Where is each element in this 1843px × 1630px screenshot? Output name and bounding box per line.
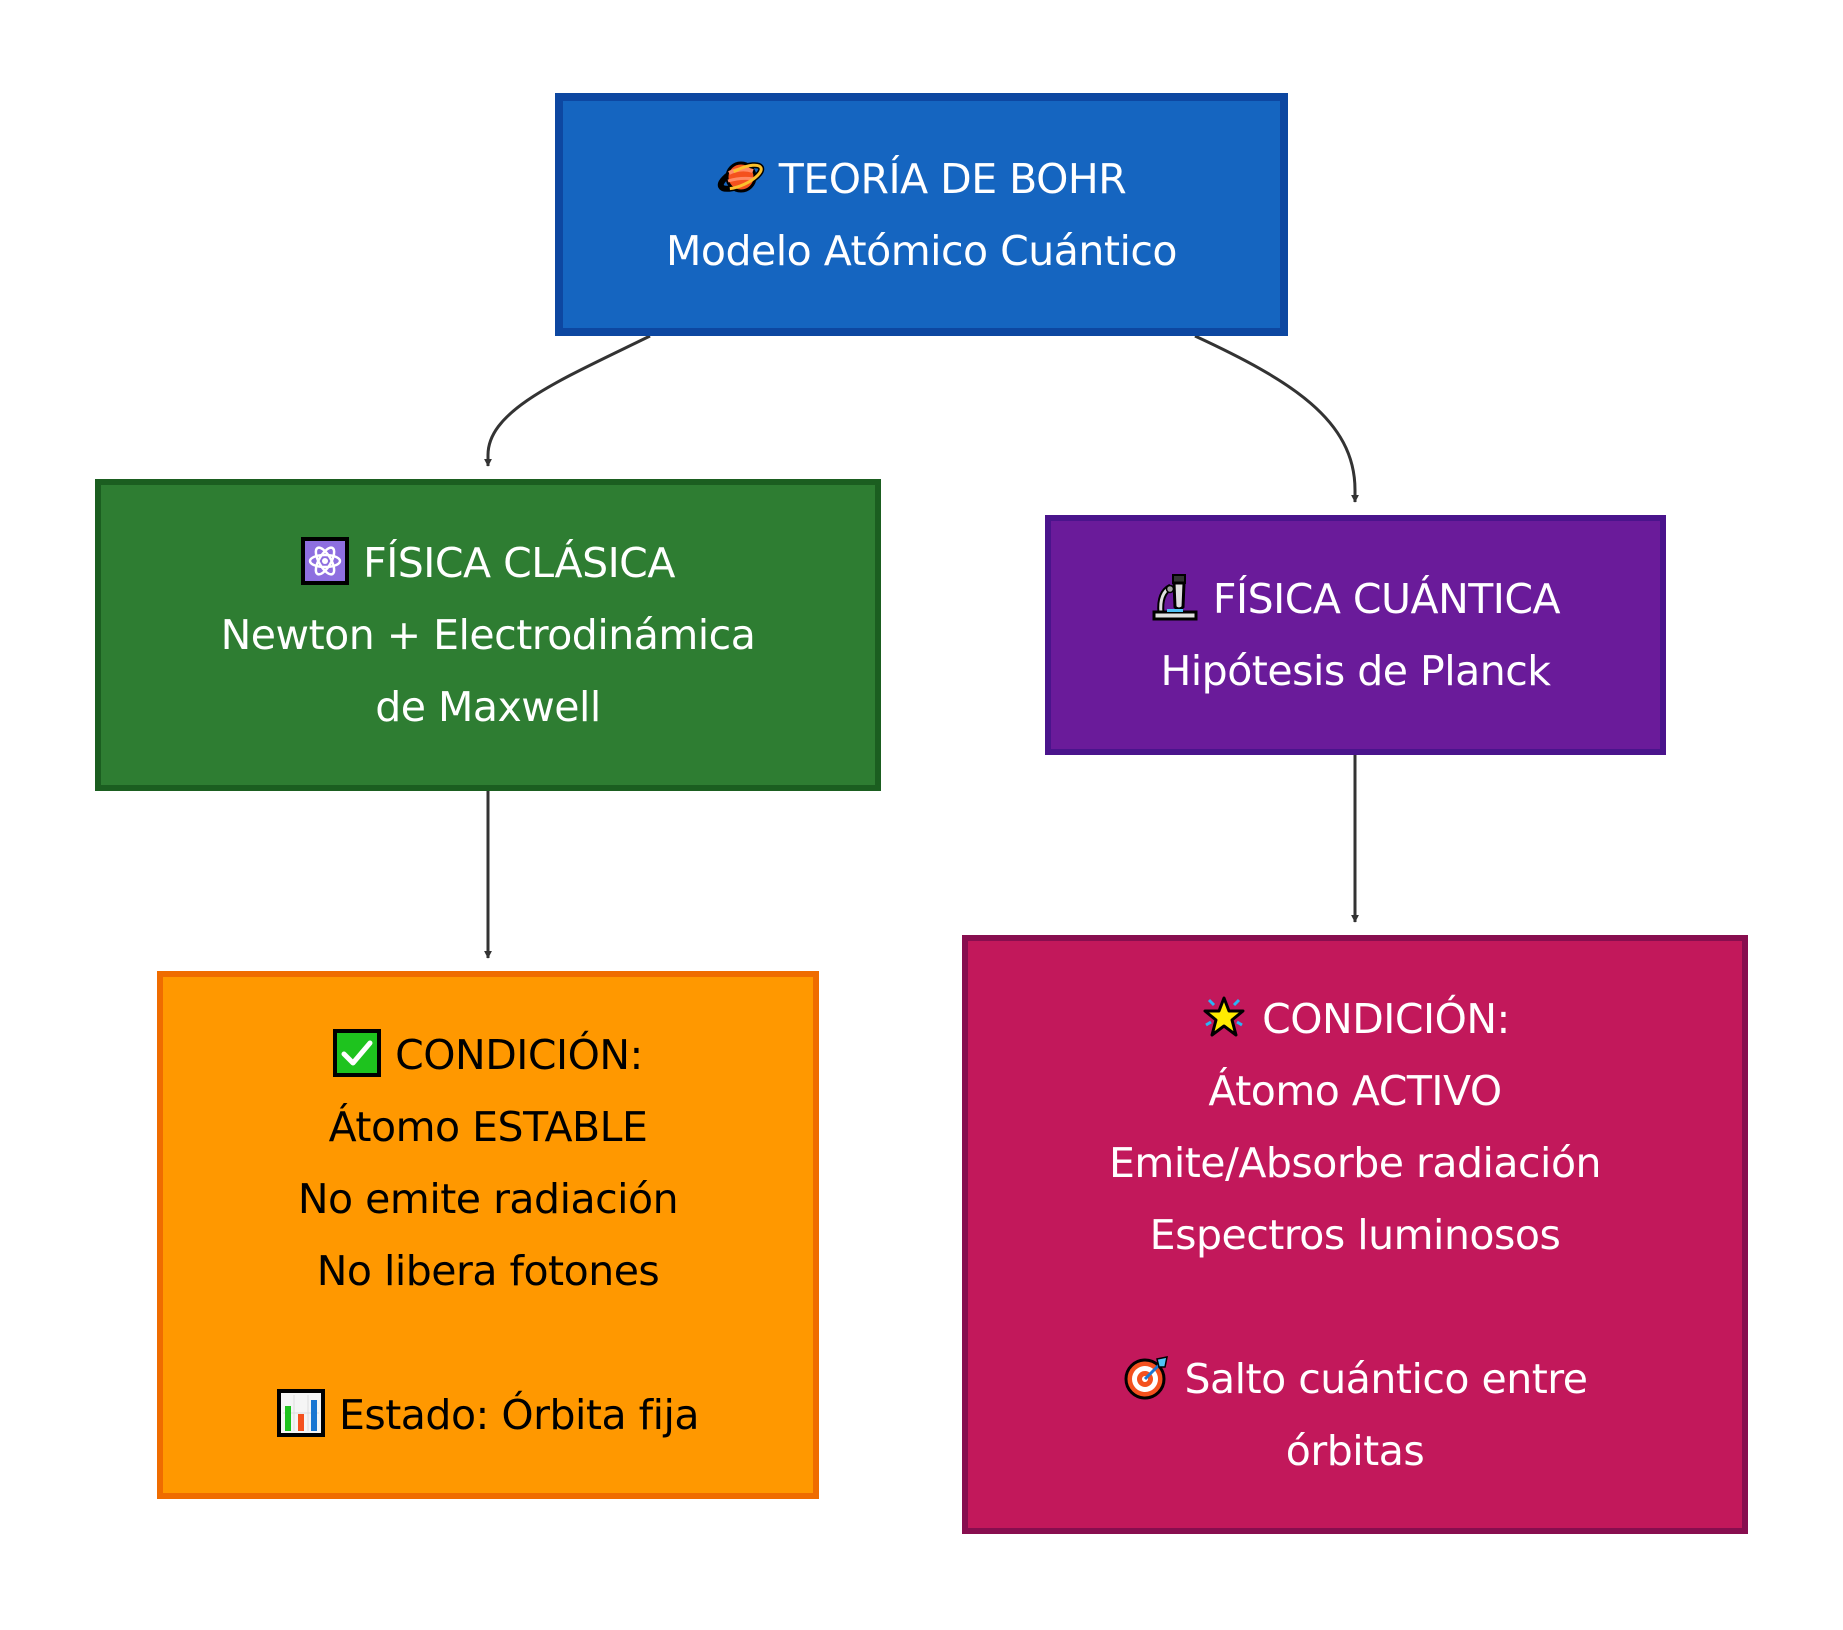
node-condicion-activo: CONDICIÓN: Átomo ACTIVO Emite/Absorbe ra… bbox=[962, 935, 1748, 1534]
node-line: Espectros luminosos bbox=[1149, 1210, 1561, 1259]
microscope-icon bbox=[1152, 574, 1198, 621]
node-title-row: FÍSICA CLÁSICA bbox=[301, 527, 675, 599]
node-title-row: CONDICIÓN: bbox=[333, 1019, 643, 1091]
node-condicion-estable: CONDICIÓN: Átomo ESTABLE No emite radiac… bbox=[157, 971, 819, 1499]
node-teoria-de-bohr: TEORÍA DE BOHR Modelo Atómico Cuántico bbox=[555, 93, 1288, 336]
node-line: Átomo ACTIVO bbox=[1208, 1066, 1502, 1115]
node-title-row: TEORÍA DE BOHR bbox=[717, 143, 1127, 215]
bar-chart-icon bbox=[276, 1389, 325, 1437]
node-line: No libera fotones bbox=[316, 1247, 660, 1295]
direct-hit-target-icon bbox=[1124, 1355, 1168, 1399]
atom-symbol-icon bbox=[301, 537, 350, 585]
node-title-row: CONDICIÓN: bbox=[1200, 983, 1510, 1055]
node-title: TEORÍA DE BOHR bbox=[778, 154, 1127, 203]
node-title-row: FÍSICA CUÁNTICA bbox=[1151, 563, 1561, 635]
node-title: CONDICIÓN: bbox=[395, 1031, 643, 1079]
node-line: Hipótesis de Planck bbox=[1160, 647, 1551, 695]
node-line: Emite/Absorbe radiación bbox=[1108, 1138, 1602, 1187]
node-footer-line: órbitas bbox=[1285, 1426, 1425, 1475]
edge-bohr-to-clasica bbox=[484, 334, 651, 467]
node-line: Newton + Electrodinámica bbox=[220, 611, 756, 659]
node-footer-row: Estado: Órbita fija bbox=[276, 1379, 700, 1451]
node-fisica-cuantica: FÍSICA CUÁNTICA Hipótesis de Planck bbox=[1045, 515, 1666, 755]
node-line: No emite radiación bbox=[297, 1175, 679, 1223]
node-title: FÍSICA CLÁSICA bbox=[363, 539, 675, 587]
edge-bohr-to-cuantica bbox=[1194, 334, 1359, 503]
node-title: CONDICIÓN: bbox=[1262, 994, 1510, 1043]
node-line: Átomo ESTABLE bbox=[328, 1103, 648, 1151]
node-line: de Maxwell bbox=[375, 683, 601, 731]
node-line: Modelo Atómico Cuántico bbox=[665, 226, 1178, 275]
node-footer-row: Salto cuántico entre bbox=[1123, 1343, 1588, 1415]
node-footer: Estado: Órbita fija bbox=[338, 1391, 700, 1439]
glowing-star-icon bbox=[1203, 996, 1245, 1036]
node-fisica-clasica: FÍSICA CLÁSICA Newton + Electrodinámica … bbox=[95, 479, 881, 791]
ringed-planet-icon bbox=[717, 161, 765, 192]
check-mark-button-icon bbox=[333, 1029, 382, 1077]
node-title: FÍSICA CUÁNTICA bbox=[1212, 575, 1561, 623]
node-footer: Salto cuántico entre bbox=[1184, 1354, 1588, 1403]
